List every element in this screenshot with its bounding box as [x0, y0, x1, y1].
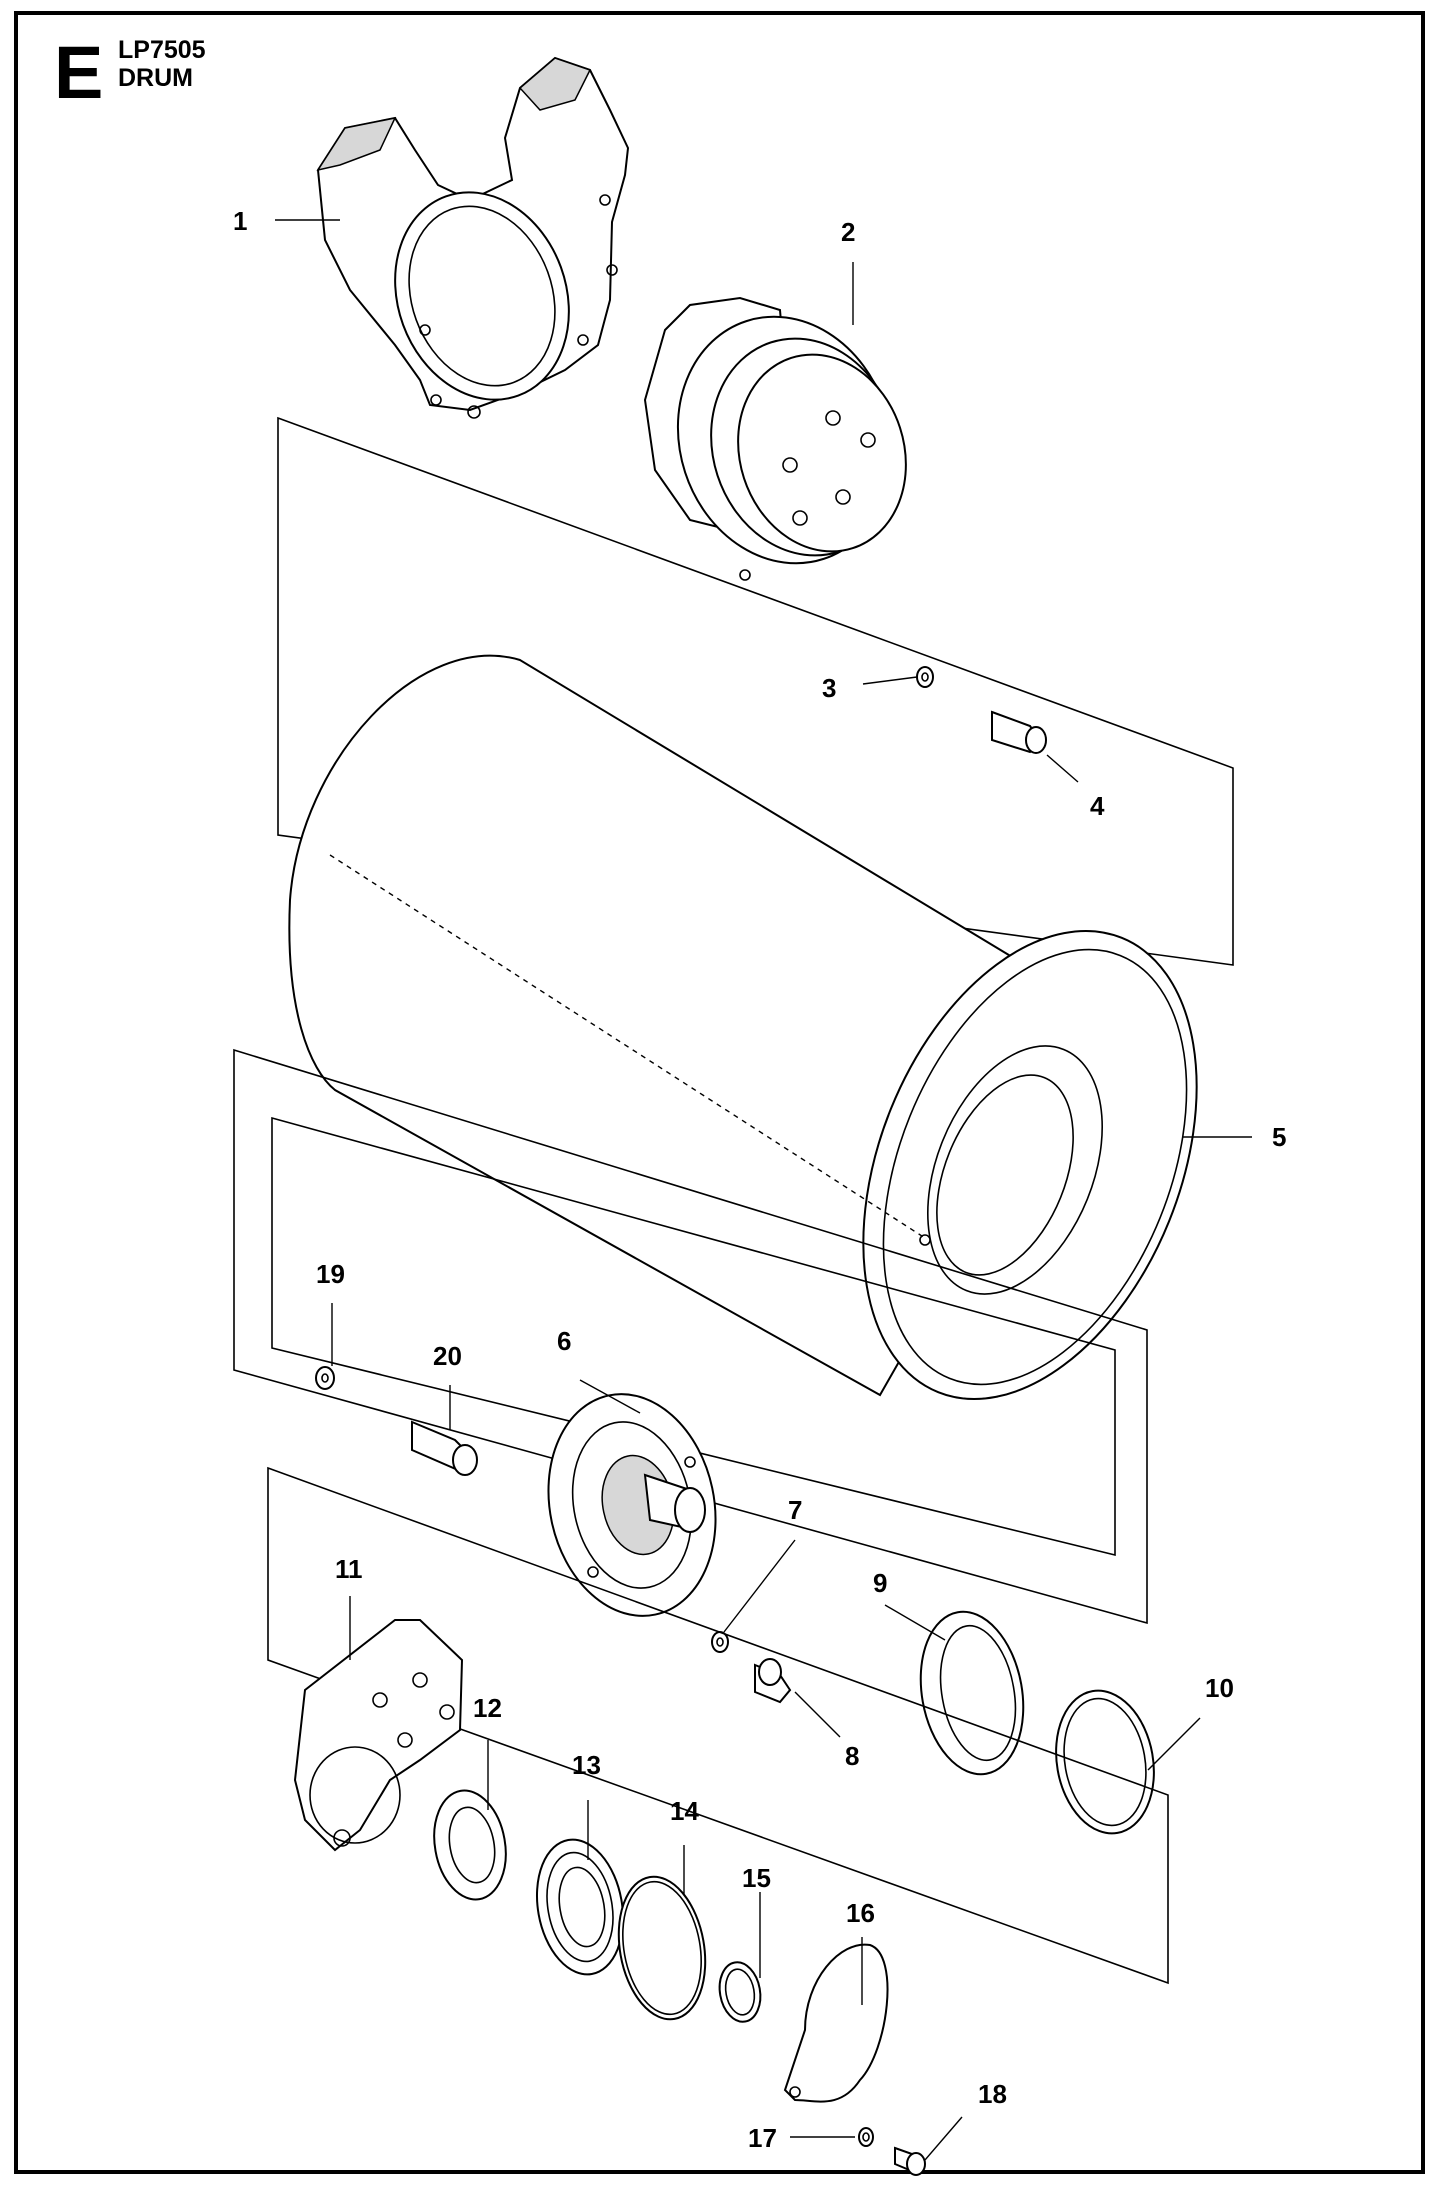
callout-7: 7	[788, 1495, 802, 1525]
model-title: LP7505 DRUM	[118, 36, 206, 92]
callout-12: 12	[473, 1693, 502, 1723]
part-12-seal	[433, 1789, 507, 1901]
alignment-plane-middle-inner	[271, 1116, 1116, 1557]
callout-4: 4	[1090, 791, 1105, 821]
part-8-bolt	[754, 1658, 792, 1704]
part-10-clamp-ring	[1055, 1689, 1155, 1835]
callout-1: 1	[233, 206, 247, 236]
callout-18: 18	[978, 2079, 1007, 2109]
part-17-washer	[858, 2127, 874, 2147]
part-6-axle-flange	[547, 1393, 717, 1617]
assembly-name: DRUM	[118, 64, 193, 92]
alignment-plane-lower	[267, 1466, 1169, 1985]
callout-8: 8	[845, 1741, 859, 1771]
callout-17: 17	[748, 2123, 777, 2153]
part-13-bearing	[535, 1838, 625, 1976]
callout-labels: 1 2 3 4 5 6 7 8 9 10 11 12 13 14 15 16 1…	[233, 206, 1286, 2153]
part-4-bolt	[991, 710, 1047, 754]
callout-13: 13	[572, 1750, 601, 1780]
part-15-snap-ring	[718, 1961, 762, 2023]
part-3-washer	[916, 666, 934, 688]
callout-19: 19	[316, 1259, 345, 1289]
callout-6: 6	[557, 1326, 571, 1356]
callout-3: 3	[822, 673, 836, 703]
part-11-bearing-housing	[293, 1619, 464, 1852]
callout-20: 20	[433, 1341, 462, 1371]
part-18-bolt	[894, 2146, 926, 2176]
callout-2: 2	[841, 217, 855, 247]
callout-15: 15	[742, 1863, 771, 1893]
callout-10: 10	[1205, 1673, 1234, 1703]
alignment-plane-upper	[277, 416, 1234, 966]
part-20-bolt	[411, 1420, 478, 1476]
callout-5: 5	[1272, 1122, 1286, 1152]
part-14-o-ring	[617, 1875, 707, 2021]
callout-16: 16	[846, 1898, 875, 1928]
callout-14: 14	[670, 1796, 699, 1826]
callout-9: 9	[873, 1568, 887, 1598]
section-letter: E	[54, 31, 104, 114]
part-1-bracket	[316, 56, 630, 419]
part-16-end-cover	[783, 1943, 889, 2103]
alignment-plane-middle-outer	[233, 1048, 1148, 1625]
part-19-washer	[315, 1366, 335, 1390]
model-number: LP7505	[118, 36, 206, 64]
callout-11: 11	[335, 1554, 363, 1584]
leader-lines	[275, 219, 1252, 2161]
part-5-drum	[288, 654, 1198, 1401]
part-2-drive-motor	[643, 296, 907, 581]
